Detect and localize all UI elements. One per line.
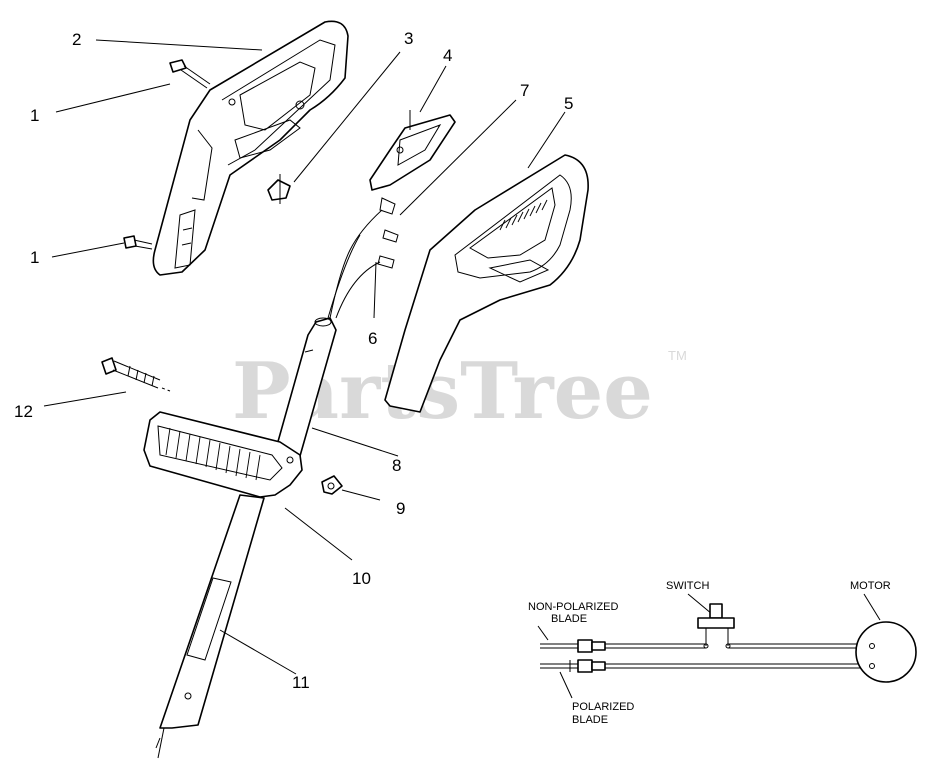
non-polarized-blade-connector — [540, 639, 606, 653]
callout-5: 5 — [564, 94, 573, 113]
callout-2: 2 — [72, 30, 81, 49]
switch-label: SWITCH — [666, 580, 709, 592]
polarized-blade-connector — [540, 659, 606, 673]
non-polarized-label-line1: NON-POLARIZED — [528, 601, 619, 613]
callout-10: 10 — [352, 569, 371, 588]
part-long-bolt — [101, 357, 171, 392]
callout-8: 8 — [392, 456, 401, 475]
part-handle-half-left — [152, 20, 349, 276]
callout-labels: 1 2 3 4 7 5 1 6 12 8 9 10 11 — [14, 29, 573, 692]
callout-4: 4 — [443, 46, 452, 65]
callout-6: 6 — [368, 329, 377, 348]
motor-label: MOTOR — [850, 580, 891, 592]
part-clip — [267, 174, 291, 204]
callout-9: 9 — [396, 499, 405, 518]
non-polarized-label-line2: BLADE — [551, 613, 587, 625]
callout-12: 12 — [14, 402, 33, 421]
part-handle-half-right — [384, 154, 589, 413]
wiring-schematic: SWITCH MOTOR NON-POLARIZED BLADE POLARIZ… — [528, 580, 917, 726]
grip-hatching — [499, 199, 548, 231]
lower-grip-hatching — [165, 427, 261, 481]
part-screw-upper — [169, 59, 211, 89]
polarized-label-line1: POLARIZED — [572, 701, 634, 713]
motor-symbol — [855, 621, 917, 683]
part-nut — [321, 475, 343, 495]
watermark-trademark: TM — [668, 348, 687, 363]
leader-lines — [43, 39, 566, 675]
callout-11: 11 — [292, 673, 310, 692]
callout-1-lower: 1 — [30, 248, 39, 267]
part-switch-leads — [327, 197, 399, 319]
part-screw-lower — [123, 235, 153, 250]
switch-symbol — [697, 603, 735, 649]
callout-1-upper: 1 — [30, 106, 39, 125]
polarized-label-line2: BLADE — [572, 714, 608, 726]
part-lower-shaft — [155, 494, 265, 759]
callout-3: 3 — [404, 29, 413, 48]
part-lower-handle — [143, 411, 303, 498]
part-trigger — [369, 110, 456, 191]
callout-7: 7 — [520, 81, 529, 100]
